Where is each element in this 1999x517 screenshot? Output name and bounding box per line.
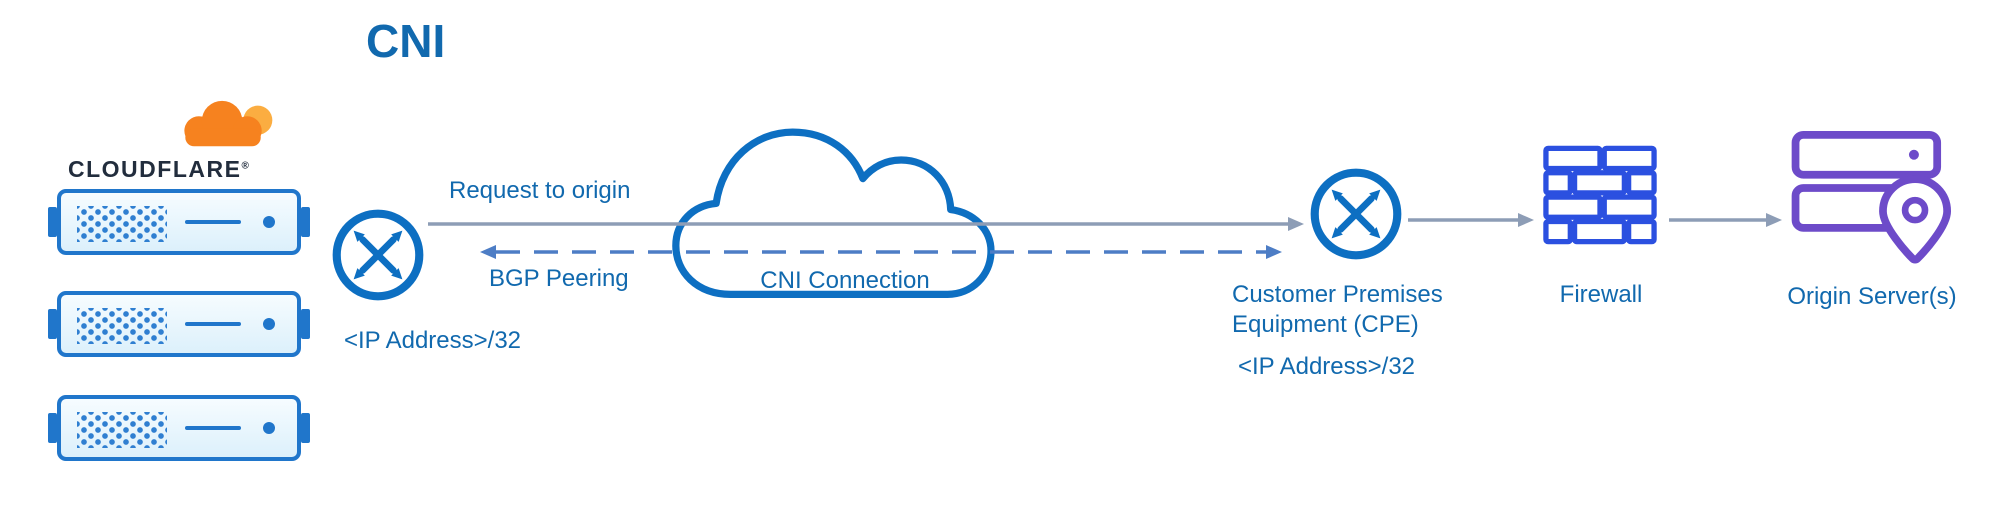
server-unit: [48, 189, 310, 255]
firewall-label: Firewall: [1559, 281, 1643, 308]
registered-mark: ®: [241, 160, 251, 172]
server-led: [263, 422, 275, 434]
cloudflare-wordmark: CLOUDFLARE®: [68, 156, 294, 183]
cloudflare-logo: CLOUDFLARE®: [68, 96, 294, 183]
request-to-origin-arrow: [428, 217, 1304, 231]
cni-cloud-icon: [672, 128, 995, 298]
cpe-to-firewall-arrow: [1408, 213, 1534, 227]
server-ear: [301, 207, 310, 237]
diagram-title: CNI: [366, 15, 446, 67]
cloudflare-brand-text: CLOUDFLARE: [68, 156, 242, 182]
server-vents: [77, 206, 167, 242]
server-slot: [185, 426, 241, 430]
server-vents: [77, 412, 167, 448]
cpe-router-icon: [1308, 166, 1404, 262]
server-ear: [301, 413, 310, 443]
cloudflare-cloud-icon: [184, 100, 273, 147]
cpe-label: Customer Premises Equipment (CPE): [1232, 281, 1443, 338]
server-ear: [48, 207, 57, 237]
origin-servers-label: Origin Server(s): [1787, 283, 1957, 310]
firewall-to-origin-arrow: [1669, 213, 1782, 227]
server-ear: [48, 309, 57, 339]
location-pin-icon: [1879, 175, 1952, 264]
server-led: [263, 216, 275, 228]
server-unit: [48, 395, 310, 461]
server-slot: [185, 220, 241, 224]
server-led: [263, 318, 275, 330]
server-slot: [185, 322, 241, 326]
cpe-ip-label: <IP Address>/32: [1238, 353, 1416, 380]
origin-server-icon: [1790, 128, 1956, 274]
server-ear: [48, 413, 57, 443]
bgp-peering-arrow: [480, 245, 1282, 259]
cni-connection-label: CNI Connection: [760, 267, 930, 294]
server-unit: [48, 291, 310, 357]
request-to-origin-label: Request to origin: [449, 177, 631, 204]
bgp-peering-label: BGP Peering: [489, 265, 629, 292]
origin-server-top: [1791, 130, 1942, 179]
server-vents: [77, 308, 167, 344]
cloudflare-router-ip-label: <IP Address>/32: [344, 327, 522, 354]
cloudflare-router-icon: [330, 207, 426, 303]
firewall-icon: [1541, 142, 1659, 253]
server-ear: [301, 309, 310, 339]
